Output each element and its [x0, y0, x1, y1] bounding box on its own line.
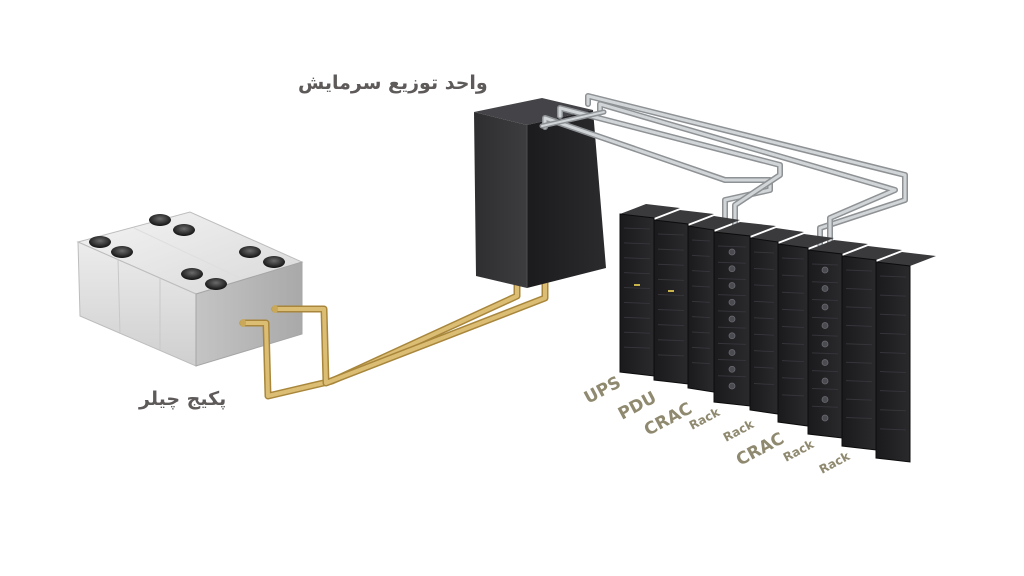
- overhead-pipes: [539, 93, 908, 253]
- rack-label-rack: Rack: [781, 437, 817, 465]
- rack-cabinet: [653, 210, 714, 385]
- rack-cabinet: [619, 204, 680, 377]
- cooling-distribution-unit-label: واحد توزیع سرمایش: [298, 72, 488, 94]
- cdu-top: [474, 98, 593, 125]
- rack-cabinet: [841, 246, 902, 451]
- chiller-pipes: [239, 276, 549, 400]
- rack-cabinet: [687, 216, 740, 393]
- packaged-chiller-label: پکیج چیلر: [139, 388, 227, 410]
- rack-label-rack: Rack: [687, 405, 723, 433]
- chiller-fans: [89, 214, 285, 290]
- rack-cabinet: [875, 252, 936, 463]
- rack-row: [619, 204, 936, 463]
- rack-label-rack: Rack: [817, 449, 853, 477]
- cdu-front: [474, 112, 527, 288]
- cooling-distribution-unit: [474, 98, 606, 288]
- rack-label-ups: UPS: [581, 373, 624, 409]
- packaged-chiller: [76, 211, 304, 367]
- rack-cabinet: [777, 234, 834, 427]
- rack-label-rack: Rack: [721, 417, 757, 445]
- cdu-side: [527, 110, 606, 288]
- rack-cabinet: [749, 228, 804, 415]
